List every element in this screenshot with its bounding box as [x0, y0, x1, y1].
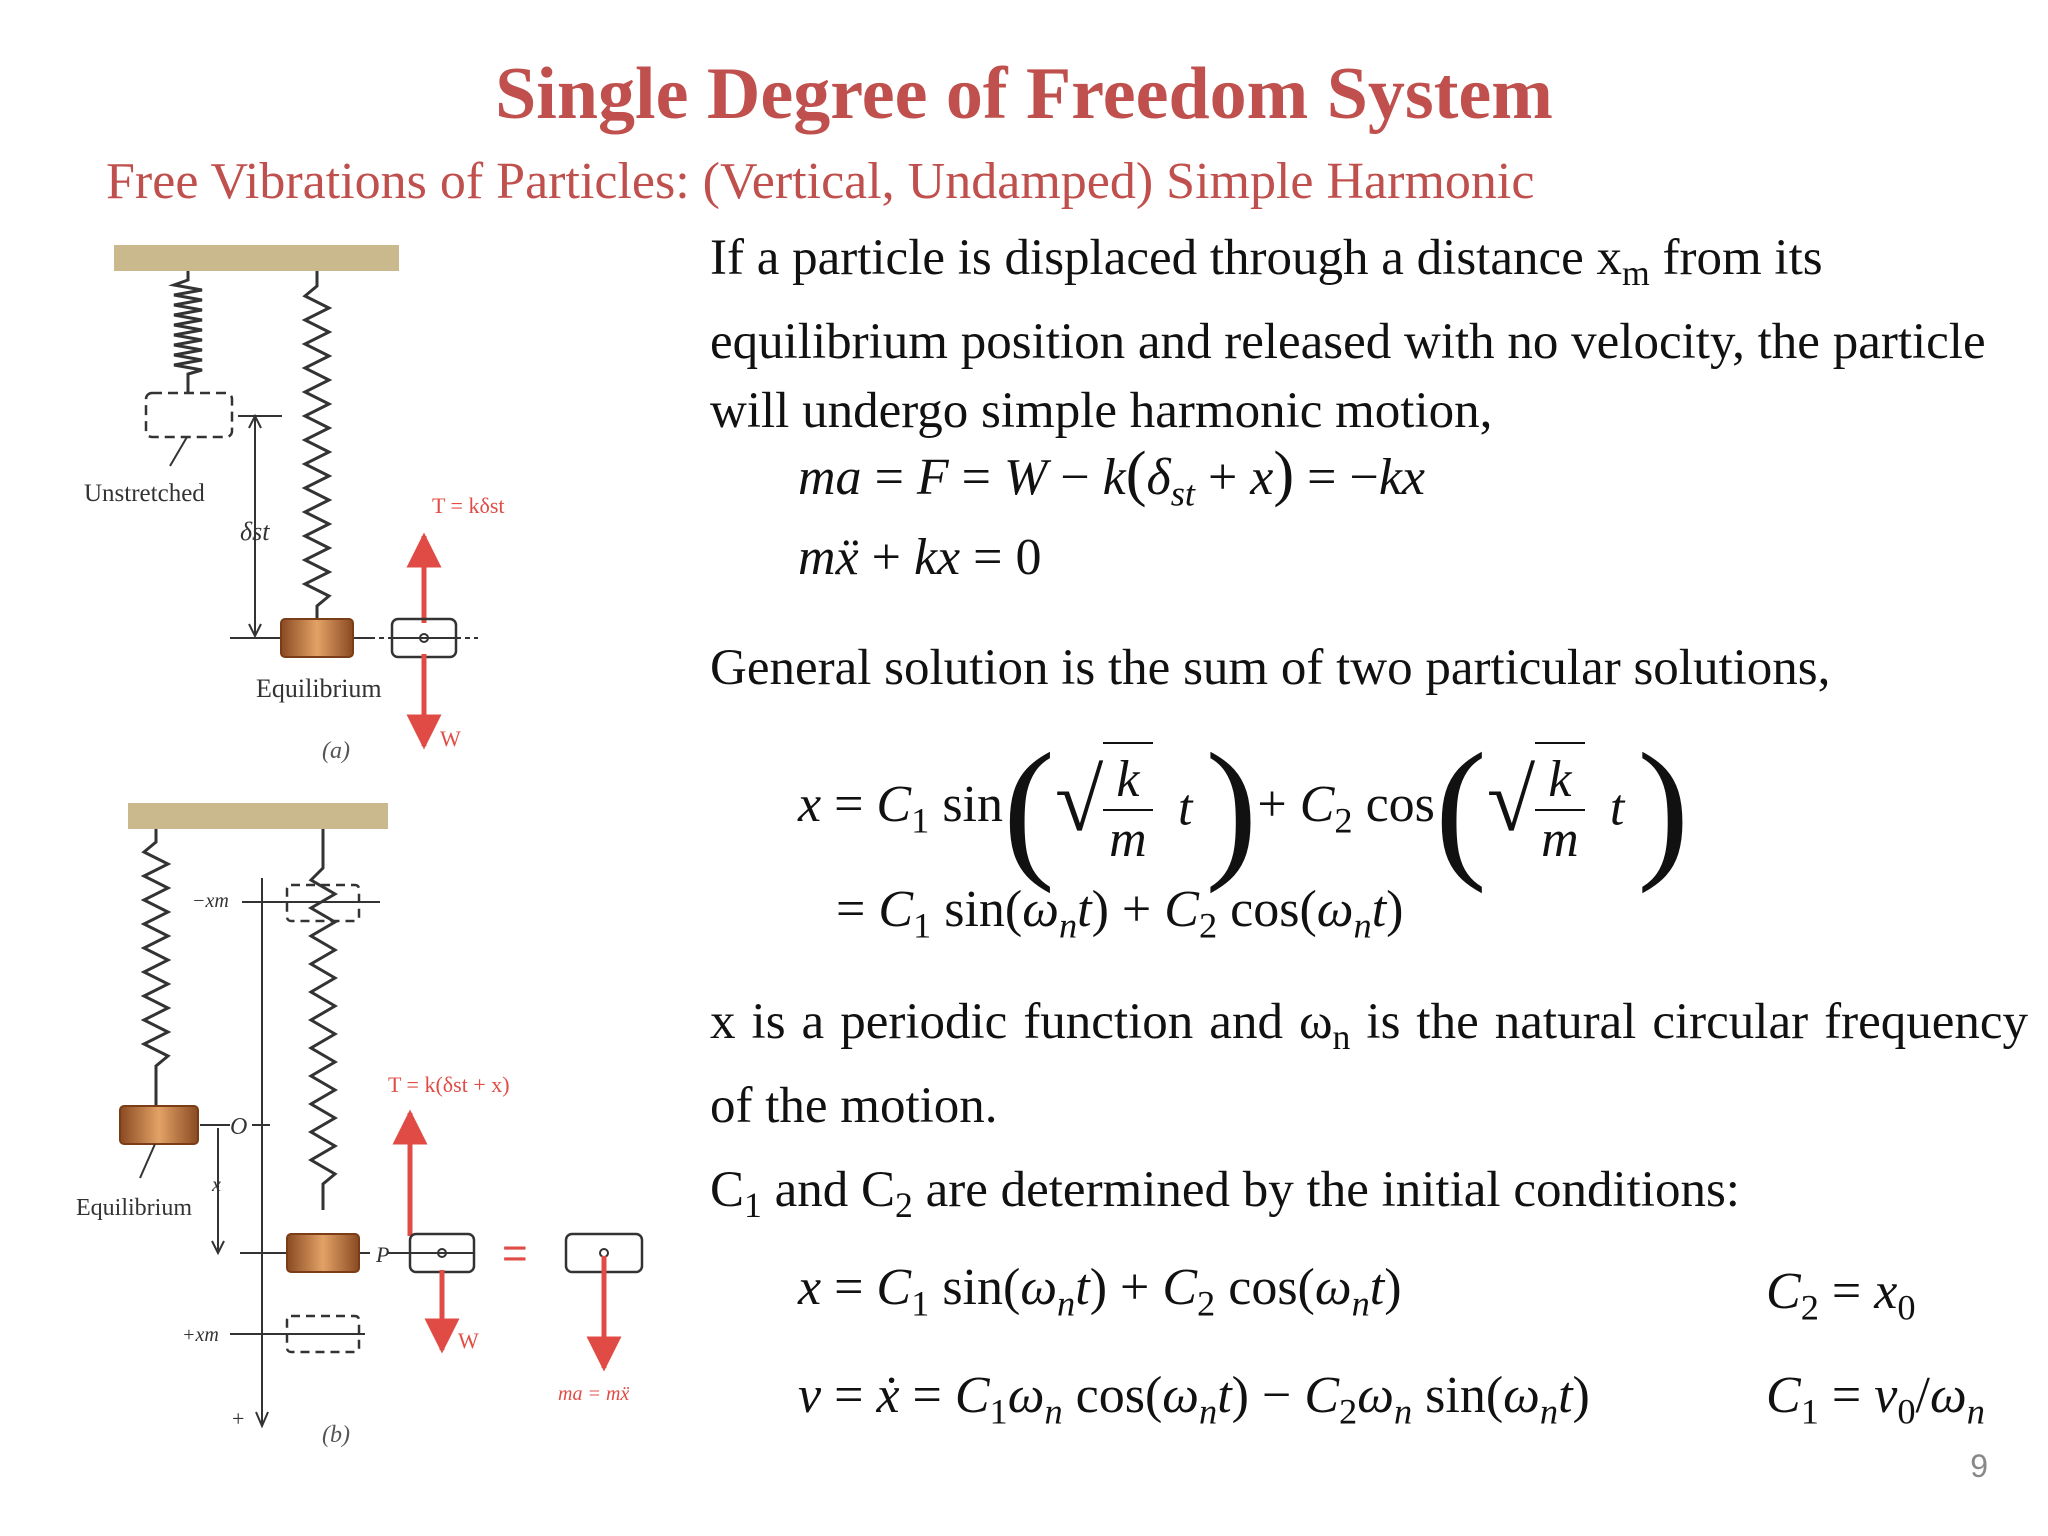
equilibrium-label-a: Equilibrium [256, 674, 382, 703]
minus-xm-label: −xm [192, 890, 229, 912]
unstretched-label: Unstretched [84, 480, 205, 507]
ceiling-beam-a [114, 245, 399, 271]
dim-arrow-top [248, 413, 262, 429]
fbd-center-b [437, 1248, 447, 1258]
p-label: P [375, 1242, 389, 1267]
unstretched-leader [169, 436, 188, 467]
kinetic-center [599, 1248, 609, 1258]
mass-block-b [286, 1233, 360, 1273]
intro-text-1: If a particle is displaced through a dis… [710, 230, 1622, 286]
constants-text-1: C [710, 1162, 745, 1218]
general-solution-text: General solution is the sum of two parti… [710, 640, 1831, 696]
mass-block-a [280, 618, 354, 658]
delta-st-label: δst [240, 517, 270, 546]
ceiling-beam-b [128, 803, 388, 829]
constants-text-2: and C [761, 1162, 896, 1218]
origin-label: O [230, 1114, 247, 1140]
equilibrium-block-b [119, 1105, 199, 1145]
equals-sign: = [502, 1229, 528, 1278]
figure-b: Equilibrium O x −xm +xm + P (b) T = k(δs… [76, 803, 644, 1448]
x-label: x [211, 1174, 221, 1196]
intro-paragraph: If a particle is displaced through a dis… [710, 224, 2000, 446]
periodic-text-2: is the natural circular frequency of the… [710, 994, 2028, 1135]
periodic-text-1: x is a periodic function and ω [710, 994, 1333, 1050]
equation-omega-form: = C1 sin(ωnt) + C2 cos(ωnt) [836, 881, 1404, 946]
slide-title: Single Degree of Freedom System [495, 53, 1553, 135]
weight-label-a: W [440, 726, 461, 751]
equation-displacement: x = C1 sin(ωnt) + C2 cos(ωnt) [798, 1259, 1402, 1324]
equation-c1: C1 = v0/ωn [1766, 1367, 1985, 1432]
constants-paragraph: C1 and C2 are determined by the initial … [710, 1156, 1740, 1240]
periodic-paragraph: x is a periodic function and ωn is the n… [710, 988, 2028, 1141]
panel-label-b: (b) [322, 1422, 350, 1448]
equilibrium-label-b: Equilibrium [76, 1195, 192, 1221]
tension-label-b: T = k(δst + x) [388, 1072, 510, 1097]
unstretched-spring [168, 271, 203, 393]
unstretched-block [144, 391, 234, 439]
x-dim-arrow [211, 1240, 225, 1256]
fbd-center-a [419, 633, 429, 643]
panel-label-a: (a) [322, 738, 350, 764]
intro-text-2: from its equilibrium position and releas… [710, 230, 1986, 440]
figure-a: Unstretched δst Equilibrium (a) T = kδst… [84, 245, 505, 764]
equation-newton: ma = F = W − k(δst + x) = −kx [798, 439, 1425, 514]
equilibrium-leader-b [139, 1143, 156, 1179]
plus-xm-label: +xm [182, 1324, 219, 1346]
equation-c2: C2 = x0 [1766, 1263, 1916, 1328]
page-number: 9 [1970, 1448, 1988, 1484]
dim-arrow-bottom [248, 623, 262, 639]
stretched-spring-a [301, 271, 333, 618]
left-spring-b [140, 829, 172, 1106]
tension-label-a: T = kδst [432, 493, 505, 518]
equation-eom: mẍ + kx = 0 [798, 529, 1042, 586]
main-spring-b [308, 829, 338, 1210]
slide-subtitle: Free Vibrations of Particles: (Vertical,… [106, 153, 1535, 210]
constants-text-3: are determined by the initial conditions… [912, 1162, 1740, 1218]
intro-subscript: m [1622, 253, 1650, 294]
axis-arrow [255, 1411, 269, 1429]
weight-label-b: W [458, 1328, 479, 1353]
constants-sub-1: 1 [744, 1185, 762, 1226]
spring-mass-figure: Unstretched δst Equilibrium (a) T = kδst… [76, 245, 644, 1448]
constants-sub-2: 2 [895, 1185, 913, 1226]
plus-direction-label: + [232, 1406, 244, 1431]
equation-velocity: v = ẋ = C1ωn cos(ωnt) − C2ωn sin(ωnt) [798, 1367, 1590, 1432]
periodic-subscript: n [1332, 1017, 1351, 1058]
ma-label: ma = mẍ [558, 1383, 629, 1405]
